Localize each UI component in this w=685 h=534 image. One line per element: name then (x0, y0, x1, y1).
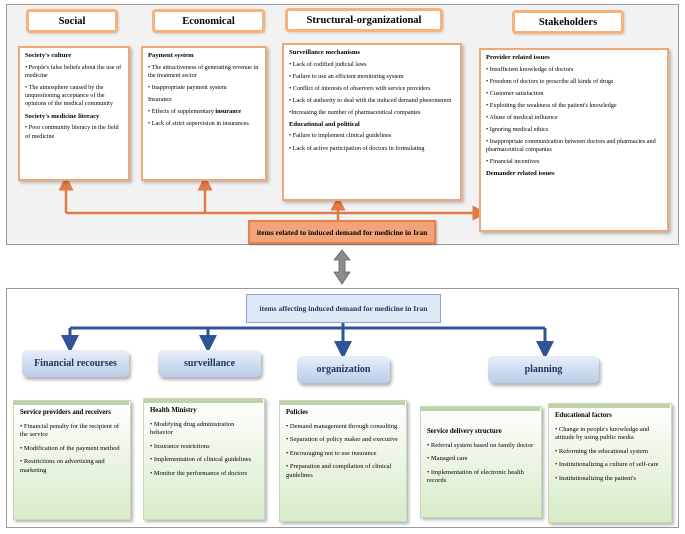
educational-item: • Institutionalizing a culture of self-c… (555, 461, 659, 469)
organization-item: • Demand management through consulting (286, 422, 398, 430)
stakeholders-item: • Freedom of doctors to prescribe all ki… (486, 77, 614, 85)
surveillance-item: • Monitor the performance of doctors (150, 469, 248, 477)
stakeholders-item: • Insufficient knowledge of doctors (486, 65, 574, 73)
economical-item: • Effects of supplementary insurance (148, 108, 260, 116)
header-stakeholders: Stakeholders (512, 10, 624, 34)
social-culture-title: Society's culture (25, 52, 72, 59)
category-financial: Financial recourses (22, 350, 129, 377)
structural-item: • Lack of active participation of doctor… (289, 144, 425, 152)
surveillance-item: • Modifying drug administration behavior (150, 420, 235, 437)
structural-item: • Lack of codified judicial laws (289, 60, 367, 68)
category-surveillance: surveillance (158, 350, 261, 377)
stakeholders-item: • Inappropriate communication between do… (486, 137, 656, 153)
header-structural: Structural-organizational (285, 8, 443, 32)
category-organization: organization (297, 356, 390, 383)
planning-item: • Referral system based on family doctor (427, 441, 534, 449)
social-box: Society's culture • People's false belie… (18, 46, 130, 181)
economical-item: Insurance (148, 95, 173, 103)
economical-title: Payment system (148, 52, 194, 59)
stakeholders-item: • Ignoring medical ethics (486, 125, 549, 133)
surveillance-item: • Insurance restrictions (150, 442, 210, 450)
organization-item: • Separation of policy maker and executi… (286, 436, 399, 444)
economical-item-bold: insurance (215, 107, 242, 115)
social-literacy-item: • Poor community literacy in the field o… (25, 124, 119, 140)
category-planning: planning (488, 356, 599, 383)
stakeholders-item: • Exploiting the weakness of the patient… (486, 101, 617, 109)
double-arrow-icon (333, 249, 351, 285)
organization-item: • Preparation and compilation of clinica… (286, 463, 392, 479)
educational-item: • Change in people's knowledge and attit… (555, 425, 650, 442)
blue-connectors (61, 323, 554, 359)
educational-item: • Institutionalizing the patient's (555, 474, 636, 482)
financial-box-title: Service providers and receivers (20, 409, 111, 416)
structural-item: • Failure to use an efficient monitoring… (289, 72, 404, 80)
economical-item: • Lack of strict supervision in insuranc… (148, 119, 249, 127)
bottom-title-box: items affecting induced demand for medic… (246, 294, 441, 323)
educational-item: • Reforming the educational system (555, 447, 648, 455)
header-social: Social (26, 9, 118, 33)
stakeholders-title-1: Provider related issues (486, 54, 550, 61)
bottom-title: items affecting induced demand for medic… (259, 304, 428, 313)
financial-item: • Restrictions on advertising and market… (20, 458, 105, 474)
organization-item: • Encouraging not to use insurance (286, 449, 377, 457)
economical-item: • The attractiveness of generating reven… (148, 63, 259, 79)
stakeholders-item: • Customer satisfaction (486, 89, 544, 97)
planning-box-title: Service delivery structure (427, 428, 502, 435)
structural-item: • Lack of authority to deal with the ind… (289, 96, 452, 104)
social-culture-item: • The atmosphere caused by the unquestio… (25, 83, 113, 107)
structural-item: • Conflict of interests of observers wit… (289, 84, 431, 92)
stakeholders-title-2: Demander related issues (486, 170, 555, 178)
header-economical: Economical (152, 9, 265, 33)
organization-box-title: Policies (286, 409, 308, 416)
orange-connectors (58, 175, 488, 221)
structural-title-1: Surveillance mechanisms (289, 49, 360, 56)
surveillance-box-title: Health Ministry (150, 407, 197, 414)
educational-box-title: Educational factors (555, 412, 612, 419)
planning-item: • Managed care (427, 455, 468, 463)
center-label-box: items related to induced demand for medi… (248, 220, 436, 244)
educational-box: Educational factors • Change in people's… (548, 403, 672, 523)
structural-title-2: Educational and political (289, 120, 360, 128)
organization-box: Policies • Demand management through con… (279, 400, 407, 522)
economical-box: Payment system • The attractiveness of g… (141, 46, 267, 181)
planning-box: Service delivery structure • Referral sy… (420, 406, 542, 518)
stakeholders-item: • Financial incentives (486, 158, 540, 166)
surveillance-box: Health Ministry • Modifying drug adminis… (143, 398, 265, 520)
social-culture-item: • People's false beliefs about the use o… (25, 63, 122, 79)
structural-item: • Failure to implement clinical guidelin… (289, 132, 392, 140)
structural-box: Surveillance mechanisms • Lack of codifi… (282, 43, 462, 201)
financial-box: Service providers and receivers • Financ… (13, 400, 131, 520)
social-literacy-title: Society's medicine literacy (25, 112, 100, 120)
financial-item: • Modification of the payment method (20, 444, 120, 452)
financial-item: • Financial penalty for the recipient of… (20, 422, 120, 439)
structural-item: •Increasing the number of pharmaceutical… (289, 108, 421, 116)
economical-item: • Inappropriate payment system (148, 83, 227, 91)
stakeholders-item: • Abuse of medical influence (486, 113, 558, 121)
surveillance-item: • Implementation of clinical guidelines (150, 456, 252, 464)
economical-item-text: • Effects of supplementary (148, 107, 214, 115)
planning-item: • Implementation of electronic health re… (427, 468, 524, 485)
stakeholders-box: Provider related issues • Insufficient k… (479, 48, 669, 232)
center-label: items related to induced demand for medi… (256, 227, 428, 237)
